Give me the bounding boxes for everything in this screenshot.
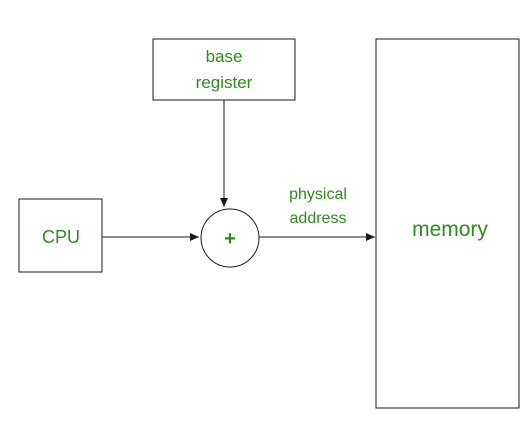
memory-box — [375, 38, 520, 409]
memory-label: memory — [412, 218, 488, 241]
cpu-label: CPU — [42, 227, 80, 247]
physical-address-label-line2: address — [290, 210, 347, 227]
physical-address-label-line1: physical — [289, 186, 347, 203]
base-register-label-line2: register — [196, 73, 253, 92]
adder-symbol: + — [224, 228, 236, 250]
cpu-box — [18, 198, 103, 273]
adder-circle — [200, 208, 260, 268]
cpu-node: CPU — [18, 198, 103, 273]
memory-node: memory — [375, 38, 520, 409]
base-register-box — [152, 38, 296, 101]
adder-node: + — [200, 208, 260, 268]
base-register-node: base register — [152, 38, 296, 101]
physical-address-edge-label: physical address — [289, 186, 347, 227]
base-register-label-line1: base — [206, 47, 243, 66]
